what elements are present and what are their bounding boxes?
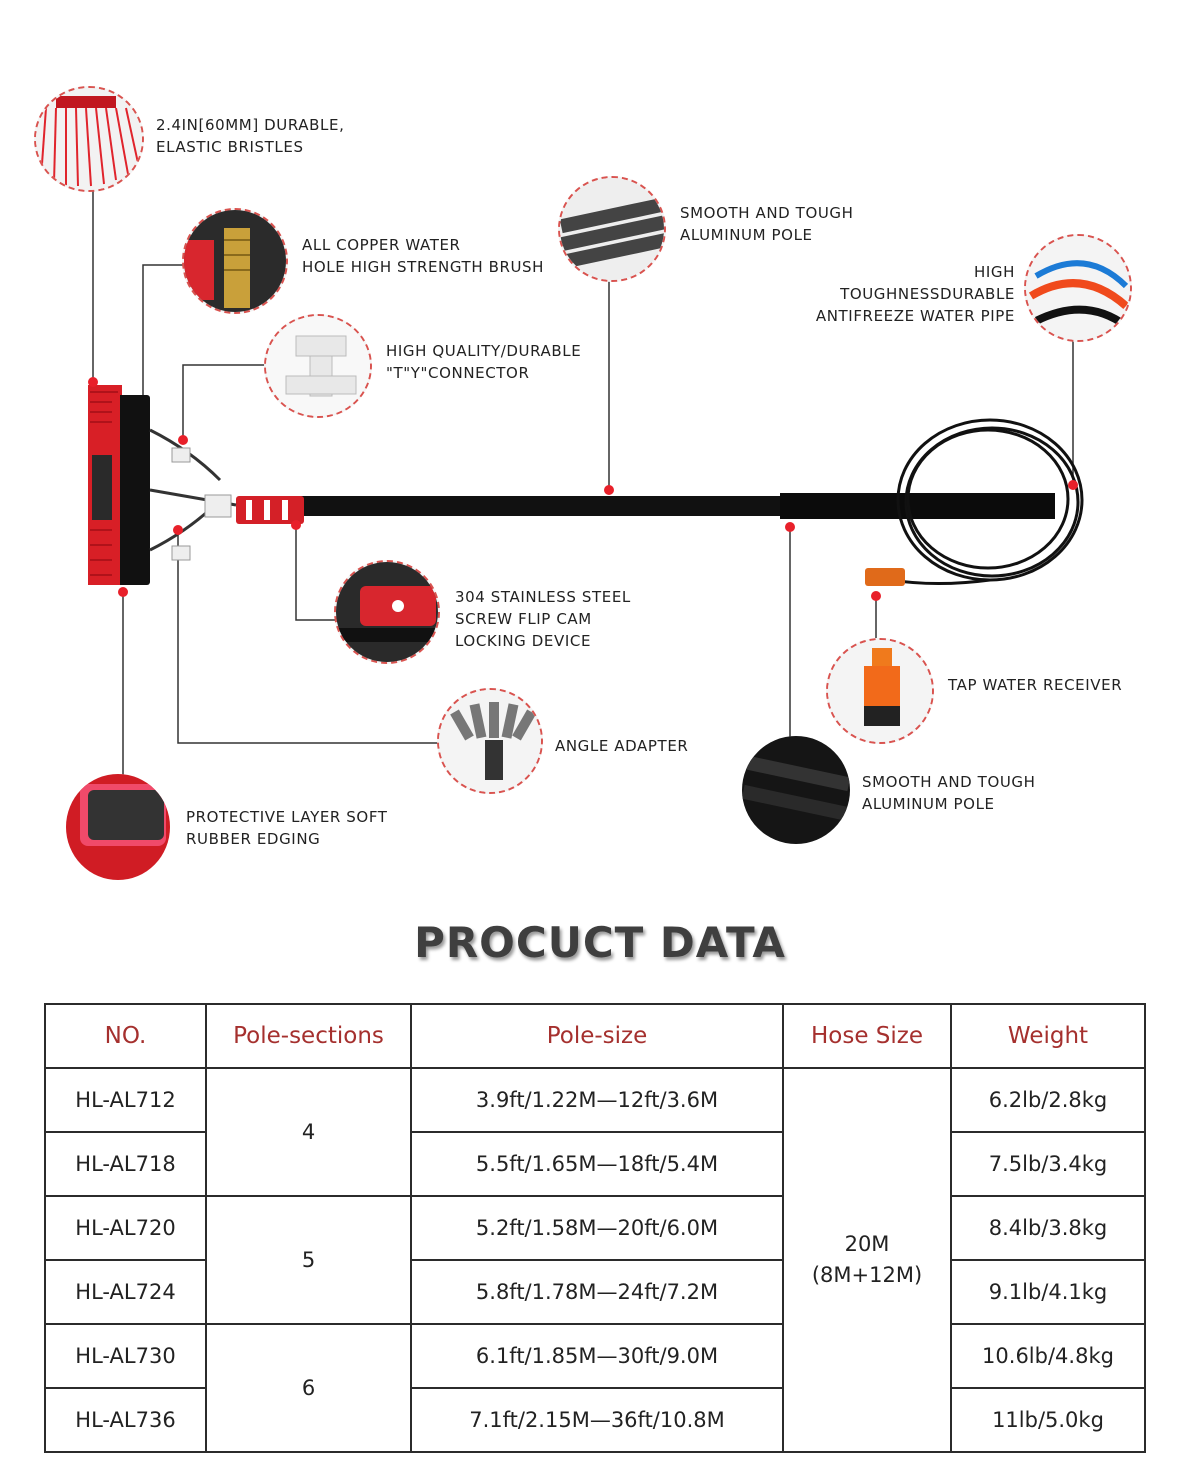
pole-sections: 6 bbox=[205, 1323, 412, 1453]
pole-size: 3.9ft/1.22M—12ft/3.6M bbox=[410, 1067, 784, 1133]
model-no: HL-AL736 bbox=[44, 1387, 207, 1453]
pole-section-icon bbox=[742, 736, 850, 844]
pole-size: 5.5ft/1.65M—18ft/5.4M bbox=[410, 1131, 784, 1197]
cam-lock-icon bbox=[334, 560, 440, 664]
t-connector-icon bbox=[264, 314, 372, 418]
product-data-table: NO. Pole-sections Pole-size Hose Size We… bbox=[44, 1003, 1146, 1453]
table-row: HL-AL712 4 3.9ft/1.22M—12ft/3.6M 20M (8M… bbox=[44, 1067, 1146, 1453]
rubber-edging-icon bbox=[66, 774, 170, 880]
rubber-label: PROTECTIVE LAYER SOFT RUBBER EDGING bbox=[186, 808, 388, 848]
pipe-label: HIGH TOUGHNESSDURABLE ANTIFREEZE WATER P… bbox=[815, 263, 1015, 325]
table-row: HL-AL736 7.1ft/2.15M—36ft/10.8M 11lb/5.0… bbox=[44, 1387, 1146, 1453]
pole-top-label: SMOOTH AND TOUGH ALUMINUM POLE bbox=[680, 204, 854, 244]
angle-label: ANGLE ADAPTER bbox=[555, 737, 689, 755]
water-pipe-icon bbox=[1024, 234, 1132, 342]
product-diagram: 2.4IN[60MM] DURABLE, ELASTIC BRISTLES AL… bbox=[34, 86, 1132, 880]
bristles-label: 2.4IN[60MM] DURABLE, ELASTIC BRISTLES bbox=[156, 116, 345, 156]
pole-sections: 4 bbox=[205, 1067, 412, 1197]
table-row: HL-AL724 5.8ft/1.78M—24ft/7.2M 9.1lb/4.1… bbox=[44, 1259, 1146, 1325]
pole bbox=[236, 493, 1055, 524]
pole-size: 6.1ft/1.85M—30ft/9.0M bbox=[410, 1323, 784, 1389]
model-no: HL-AL712 bbox=[44, 1067, 207, 1133]
weight: 10.6lb/4.8kg bbox=[950, 1323, 1146, 1389]
bristles-detail-icon bbox=[34, 86, 144, 192]
pole-tubes-icon bbox=[558, 176, 666, 282]
table-row: HL-AL730 6 6.1ft/1.85M—30ft/9.0M 10.6lb/… bbox=[44, 1323, 1146, 1453]
model-no: HL-AL720 bbox=[44, 1195, 207, 1261]
lock-label: 304 STAINLESS STEEL SCREW FLIP CAM LOCKI… bbox=[455, 588, 631, 650]
pole-bottom-label: SMOOTH AND TOUGH ALUMINUM POLE bbox=[862, 773, 1036, 813]
connector-label: HIGH QUALITY/DURABLE "T"Y"CONNECTOR bbox=[386, 342, 582, 382]
weight: 8.4lb/3.8kg bbox=[950, 1195, 1146, 1261]
copper-fitting-icon bbox=[182, 208, 288, 314]
tap-receiver-icon bbox=[826, 638, 934, 744]
model-no: HL-AL730 bbox=[44, 1323, 207, 1389]
header-pole-size: Pole-size bbox=[410, 1003, 784, 1069]
table-header-row: NO. Pole-sections Pole-size Hose Size We… bbox=[44, 1003, 1146, 1069]
pole-size: 5.2ft/1.58M—20ft/6.0M bbox=[410, 1195, 784, 1261]
table-row: HL-AL720 5 5.2ft/1.58M—20ft/6.0M 8.4lb/3… bbox=[44, 1195, 1146, 1325]
hose-coil bbox=[879, 418, 1084, 586]
hose-size: 20M (8M+12M) bbox=[782, 1067, 952, 1453]
header-hose-size: Hose Size bbox=[782, 1003, 952, 1069]
header-weight: Weight bbox=[950, 1003, 1146, 1069]
pole-sections: 5 bbox=[205, 1195, 412, 1325]
model-no: HL-AL718 bbox=[44, 1131, 207, 1197]
model-no: HL-AL724 bbox=[44, 1259, 207, 1325]
header-pole-sections: Pole-sections bbox=[205, 1003, 412, 1069]
section-title: PROCUCT DATA bbox=[414, 918, 786, 967]
weight: 6.2lb/2.8kg bbox=[950, 1067, 1146, 1133]
brush-head bbox=[88, 385, 237, 585]
header-no: NO. bbox=[44, 1003, 207, 1069]
tap-label: TAP WATER RECEIVER bbox=[948, 676, 1123, 694]
table-row: HL-AL718 5.5ft/1.65M—18ft/5.4M 7.5lb/3.4… bbox=[44, 1131, 1146, 1197]
pole-size: 5.8ft/1.78M—24ft/7.2M bbox=[410, 1259, 784, 1325]
pole-size: 7.1ft/2.15M—36ft/10.8M bbox=[410, 1387, 784, 1453]
diagram-drawing bbox=[88, 190, 1084, 776]
angle-adapter-icon bbox=[437, 688, 543, 794]
weight: 11lb/5.0kg bbox=[950, 1387, 1146, 1453]
weight: 7.5lb/3.4kg bbox=[950, 1131, 1146, 1197]
copper-label: ALL COPPER WATER HOLE HIGH STRENGTH BRUS… bbox=[302, 236, 545, 276]
weight: 9.1lb/4.1kg bbox=[950, 1259, 1146, 1325]
